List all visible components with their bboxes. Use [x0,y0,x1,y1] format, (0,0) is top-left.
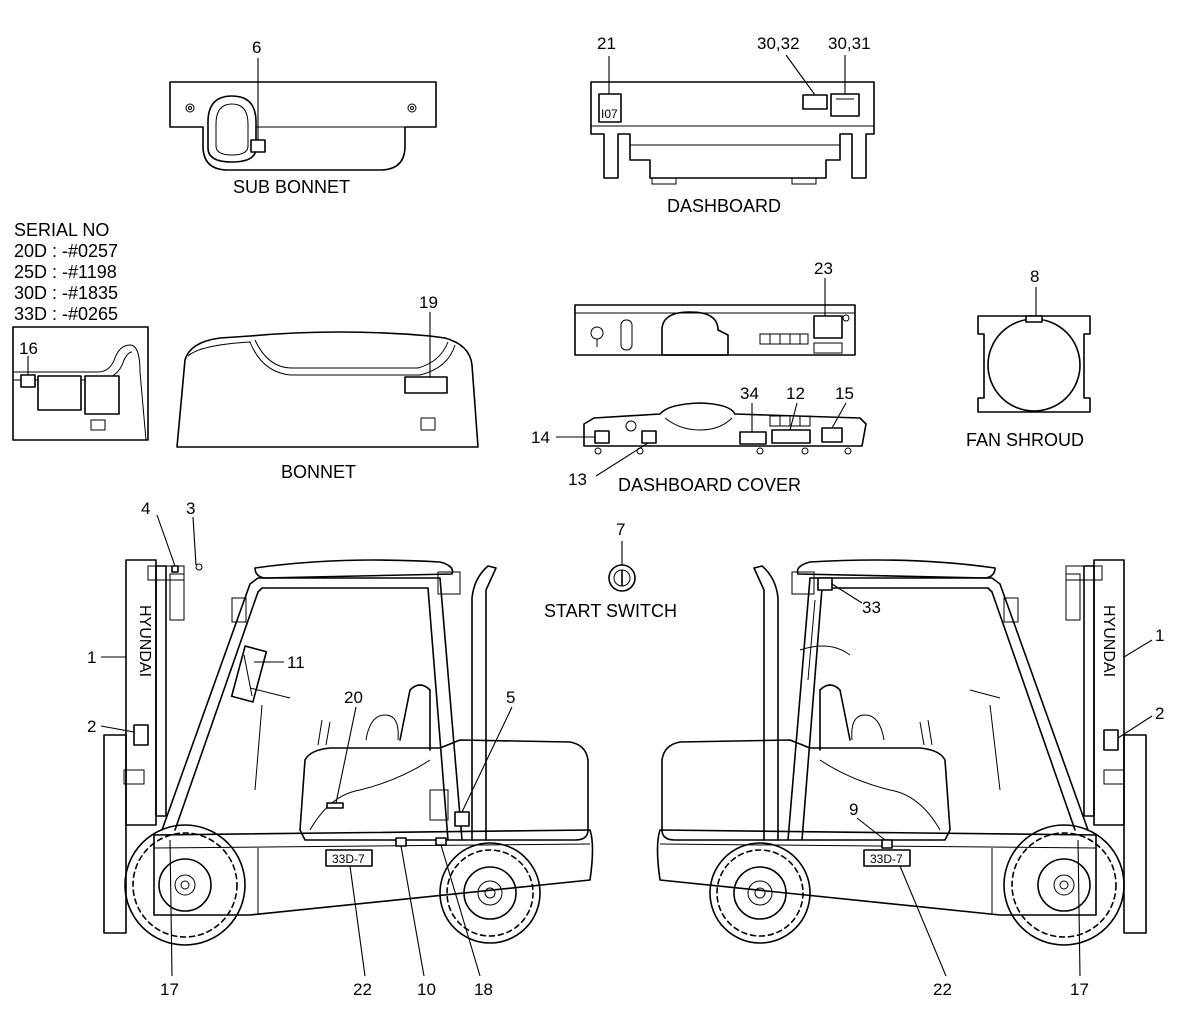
callout-17-left: 17 [160,980,179,999]
callout-22-left: 22 [353,980,372,999]
serial-number-block: SERIAL NO 20D : -#0257 25D : -#1198 30D … [14,220,118,324]
serial-row-33d: 33D : -#0265 [14,304,118,324]
section-title-start-switch: START SWITCH [544,601,677,621]
callout-33: 33 [862,598,881,617]
model-badge-left: 33D-7 [332,852,365,866]
callout-34: 34 [740,384,759,403]
forklift-left-view: HYUNDAI 33D-7 [87,499,594,999]
forklift-right-view: HYUNDAI 33D-7 [656,559,1164,999]
decal-8 [1025,315,1043,323]
callout-22-right: 22 [933,980,952,999]
svg-text:I07: I07 [601,107,618,121]
callout-6: 6 [252,38,261,57]
mast-brand-right: HYUNDAI [1100,605,1117,677]
callout-1-right: 1 [1155,626,1164,645]
fan-shroud-icon [987,318,1081,412]
callout-17-right: 17 [1070,980,1089,999]
bonnet-view: 19 BONNET [176,293,479,482]
dashboard-panel-view: 23 [574,259,856,356]
dashboard-view: I07 21 30,32 30,31 DASHBOARD [590,34,875,216]
callout-21: 21 [597,34,616,53]
decal-22-right [863,849,911,867]
section-title-dashboard-cover: DASHBOARD COVER [618,475,801,495]
decal-23 [813,315,843,339]
callout-20: 20 [344,688,363,707]
callout-18: 18 [474,980,493,999]
serial-row-20d: 20D : -#0257 [14,241,118,261]
decal-5 [454,811,470,827]
callout-14: 14 [531,428,550,447]
serial-heading: SERIAL NO [14,220,109,240]
decal-22-left [325,849,373,867]
callout-23: 23 [814,259,833,278]
callout-30-31: 30,31 [828,34,871,53]
section-title-dashboard: DASHBOARD [667,196,781,216]
section-title-bonnet: BONNET [281,462,356,482]
dashboard-cover-view: 14 13 34 12 15 DASHBOARD COVER [531,384,867,495]
callout-2-right: 2 [1155,704,1164,723]
callout-13: 13 [568,470,587,489]
decal-20 [326,802,344,809]
callout-12: 12 [786,384,805,403]
decal-6 [250,139,266,153]
decal-18 [435,837,447,846]
decal-2-right [1103,729,1119,751]
callout-7: 7 [616,520,625,539]
callout-15: 15 [835,384,854,403]
decal-9 [881,839,893,849]
callout-11: 11 [287,653,305,672]
decal-2-left [133,724,149,746]
callout-16: 16 [19,339,38,358]
start-switch-view: 7 START SWITCH [544,520,677,621]
serial-row-25d: 25D : -#1198 [14,262,117,282]
decal-3 [195,563,203,571]
callout-10: 10 [417,980,436,999]
decal-19 [404,376,448,394]
decal-30-32 [802,94,828,110]
mast-brand-left: HYUNDAI [136,605,153,677]
callout-3: 3 [186,499,195,518]
decal-30-31 [830,93,860,117]
decal-13 [641,430,657,444]
callout-19: 19 [419,293,438,312]
model-badge-right: 33D-7 [870,852,903,866]
callout-9: 9 [849,800,858,819]
decal-14 [594,430,610,444]
callout-4: 4 [141,499,150,518]
section-title-fan-shroud: FAN SHROUD [966,430,1084,450]
decal-10 [395,837,407,847]
callout-5: 5 [506,688,515,707]
fan-shroud-view: 8 FAN SHROUD [966,267,1091,450]
sub-bonnet-view: 6 SUB BONNET [169,38,437,197]
decal-16 [20,374,36,388]
decal-12 [771,429,811,444]
callout-8: 8 [1030,267,1039,286]
section-title-sub-bonnet: SUB BONNET [233,177,350,197]
callout-30-32: 30,32 [757,34,800,53]
decal-21 [598,93,622,123]
decal-34 [739,431,767,445]
serial-row-30d: 30D : -#1835 [14,283,118,303]
decal-33 [817,577,833,591]
decal-4 [171,565,179,573]
decal-15 [821,427,843,443]
callout-1-left: 1 [87,648,96,667]
decal-11 [230,645,268,703]
detail-16-view: 16 [12,326,149,441]
callout-2-left: 2 [87,717,96,736]
